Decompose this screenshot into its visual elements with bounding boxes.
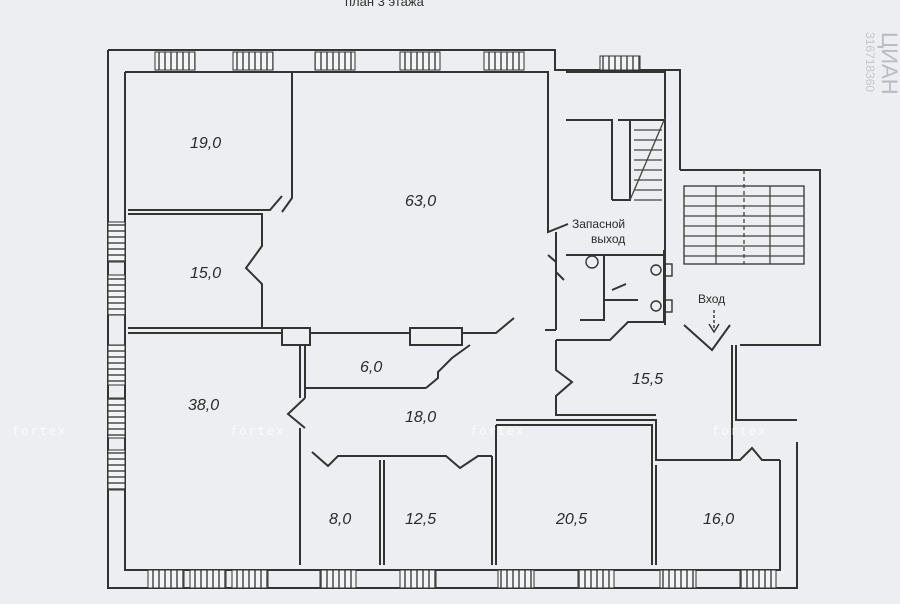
fortex-watermark-3: fortex (470, 424, 525, 438)
room-area-63: 63,0 (405, 193, 436, 210)
room-area-38: 38,0 (188, 397, 219, 414)
emergency-exit-label-2: выход (591, 232, 625, 246)
room-area-15: 15,0 (190, 265, 221, 282)
toilet-fixtures (585, 255, 673, 313)
entrance-arrow (708, 310, 720, 334)
cian-id-text: 316718360 (863, 32, 877, 92)
fortex-watermark-2: fortex (230, 424, 285, 438)
windows-left (107, 221, 126, 491)
fortex-watermark-1: fortex (12, 424, 67, 438)
room-area-19: 19,0 (190, 135, 221, 152)
room-area-20-5: 20,5 (555, 511, 587, 528)
outer-walls (107, 49, 821, 589)
room-area-15-5: 15,5 (632, 371, 663, 388)
entrance-label: Вход (698, 292, 725, 306)
interior-walls (128, 72, 797, 565)
fortex-watermark: fortex fortex fortex fortex (12, 424, 767, 438)
room-labels: 19,0 63,0 15,0 6,0 38,0 18,0 15,5 8,0 12… (188, 135, 734, 528)
stairs-left (629, 117, 666, 201)
room-area-16: 16,0 (703, 511, 734, 528)
stairs-right (683, 170, 805, 265)
room-area-18: 18,0 (405, 409, 436, 426)
fortex-watermark-4: fortex (712, 424, 767, 438)
cian-watermark: ЦИАН 316718360 (863, 32, 900, 95)
cian-logo-text: ЦИАН (877, 32, 900, 95)
windows-bottom (147, 569, 777, 589)
windows-top (154, 51, 641, 71)
room-area-12-5: 12,5 (405, 511, 436, 528)
emergency-exit-label: Запасной (572, 217, 625, 231)
room-area-8: 8,0 (329, 511, 351, 528)
plan-header: план 3 этажа (345, 0, 425, 9)
room-area-6: 6,0 (360, 359, 382, 376)
